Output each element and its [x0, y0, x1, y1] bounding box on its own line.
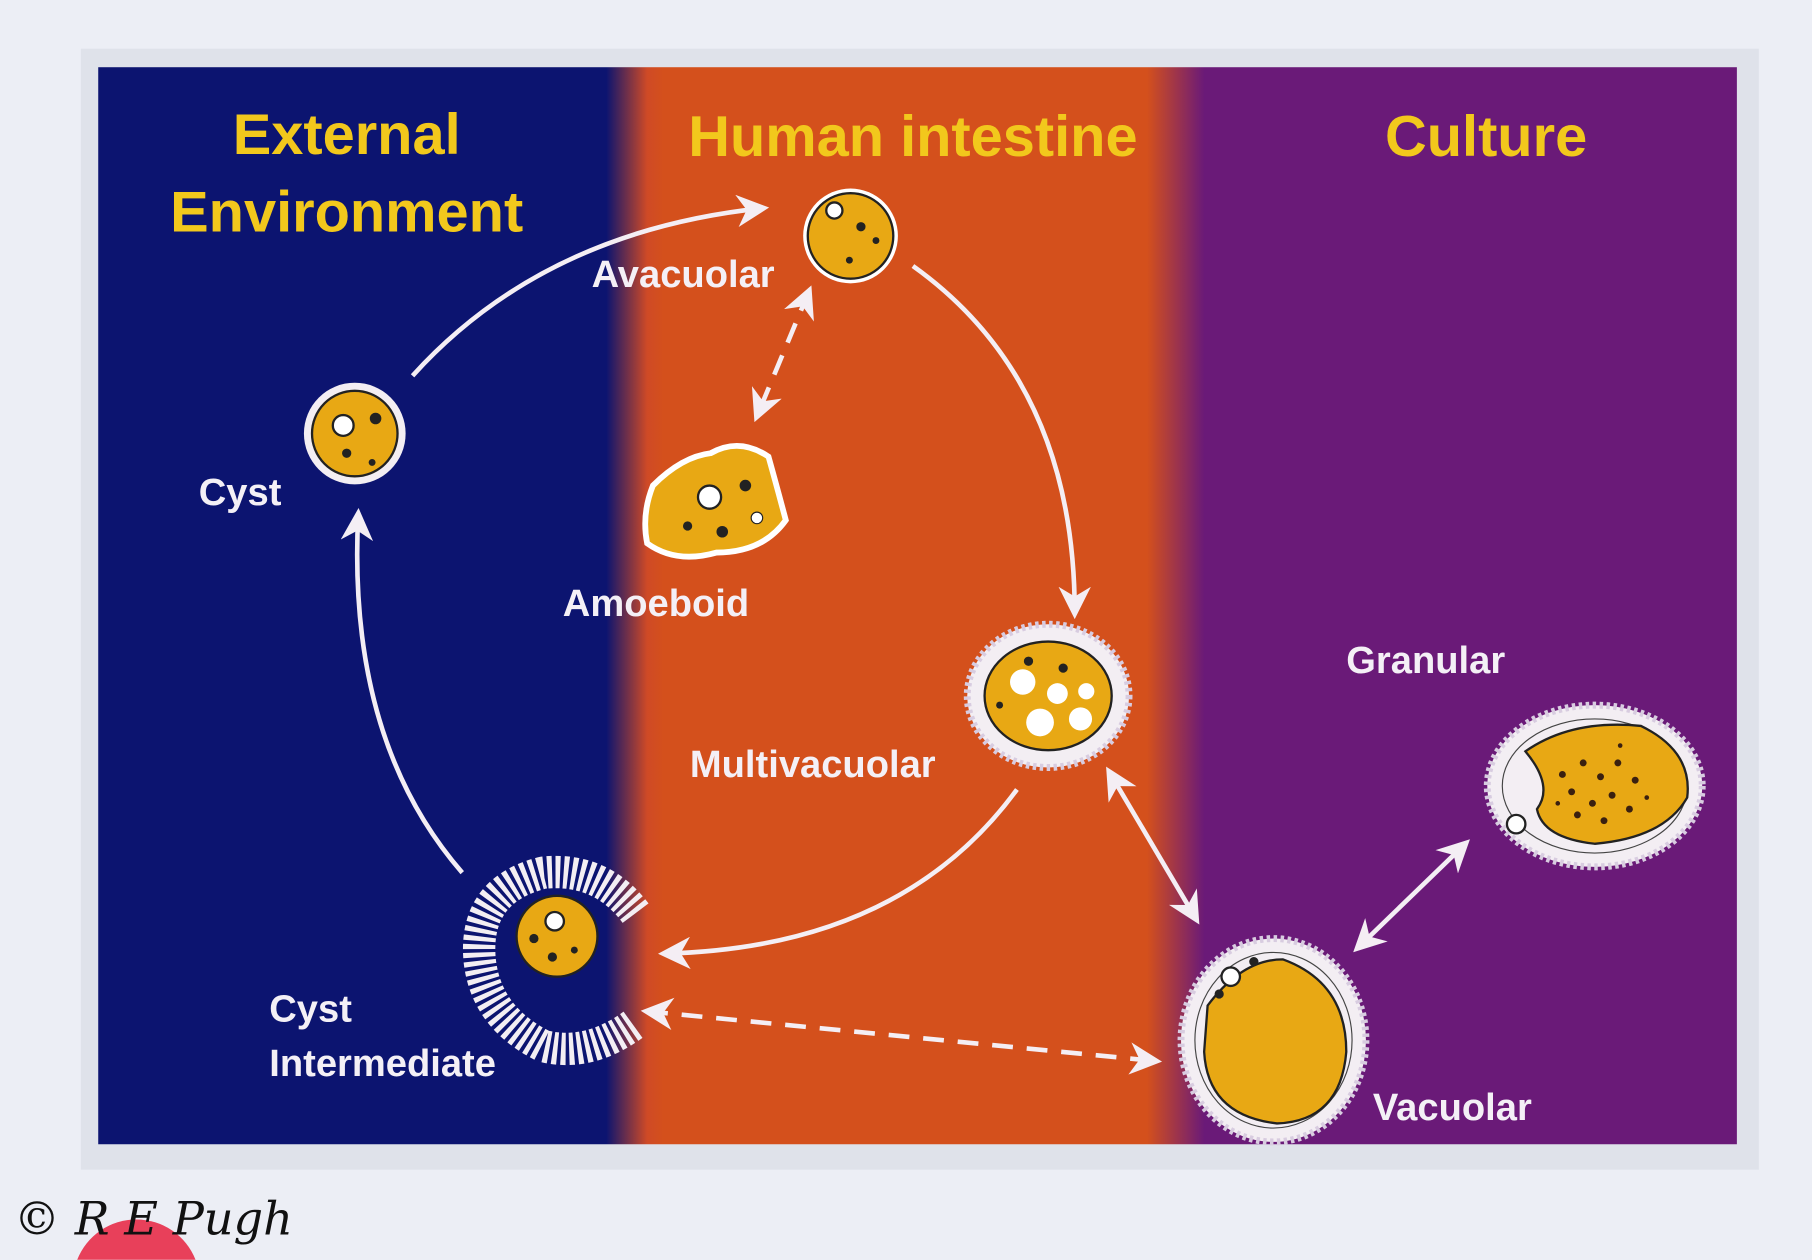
title-external: External — [233, 103, 461, 167]
label-vacuolar: Vacuolar — [1373, 1086, 1532, 1129]
arrow-multivacuolar-to-cyst-intermediate — [658, 788, 1019, 970]
label-multivacuolar: Multivacuolar — [690, 743, 936, 786]
label-granular: Granular — [1346, 639, 1505, 682]
cyst-cell — [303, 382, 406, 485]
arrow-cyst-to-avacuolar — [410, 194, 770, 378]
title-human-intestine: Human intestine — [688, 105, 1137, 169]
arrow-vacuolar-granular — [1353, 839, 1470, 953]
amoeboid-cell — [642, 443, 789, 560]
multivacuolar-cell — [963, 620, 1133, 771]
title-environment: Environment — [170, 180, 523, 244]
arrow-multivacuolar-vacuolar — [1106, 766, 1200, 925]
vacuolar-cell — [1177, 935, 1370, 1146]
arrow-avacuolar-amoeboid — [751, 285, 814, 423]
label-cyst-intermediate-line2: Intermediate — [269, 1042, 496, 1085]
label-cyst: Cyst — [199, 471, 282, 514]
arrow-avacuolar-to-multivacuolar — [911, 264, 1091, 620]
copyright-text: © R E Pugh — [14, 1191, 293, 1245]
avacuolar-cell — [803, 188, 898, 284]
red-sticker — [77, 1219, 196, 1260]
arrow-cyst-intermediate-to-cyst — [340, 507, 464, 875]
title-culture: Culture — [1385, 105, 1587, 169]
label-amoeboid: Amoeboid — [563, 582, 749, 625]
label-cyst-intermediate-line1: Cyst — [269, 988, 352, 1031]
slide-panel — [98, 67, 1737, 1145]
granular-cell — [1483, 701, 1706, 871]
label-avacuolar: Avacuolar — [592, 253, 775, 296]
cyst-intermediate-cell — [462, 855, 649, 1066]
arrow-cyst-intermediate-vacuolar — [640, 997, 1163, 1075]
